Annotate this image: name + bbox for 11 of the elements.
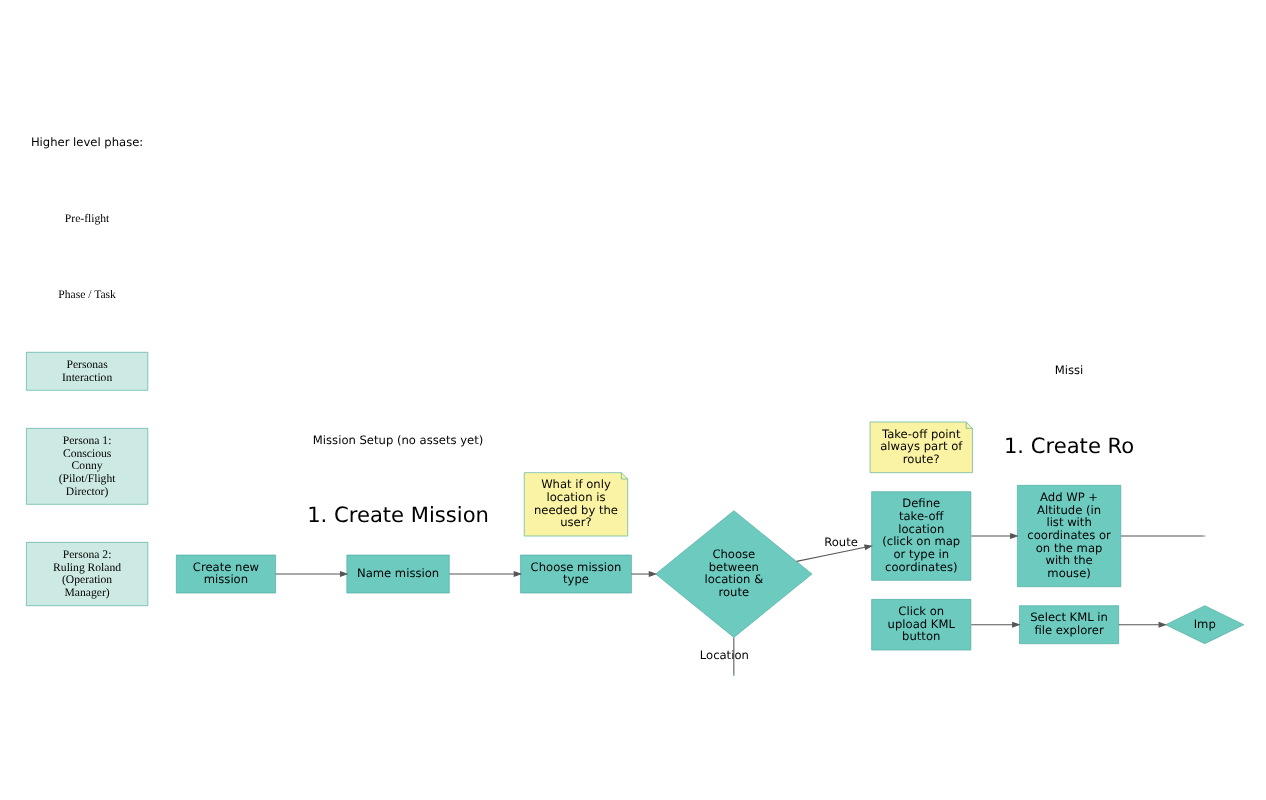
label: 1. Create Ro xyxy=(1003,434,1135,459)
label: 1. Create Mission xyxy=(307,504,489,529)
connector xyxy=(1120,535,1205,537)
arrow xyxy=(796,544,873,562)
arrow xyxy=(1118,621,1167,628)
arrow xyxy=(631,571,658,577)
arrow xyxy=(275,571,349,577)
arrow xyxy=(970,621,1021,628)
arrow xyxy=(448,571,523,577)
connector xyxy=(733,636,735,676)
arrow xyxy=(970,533,1019,539)
